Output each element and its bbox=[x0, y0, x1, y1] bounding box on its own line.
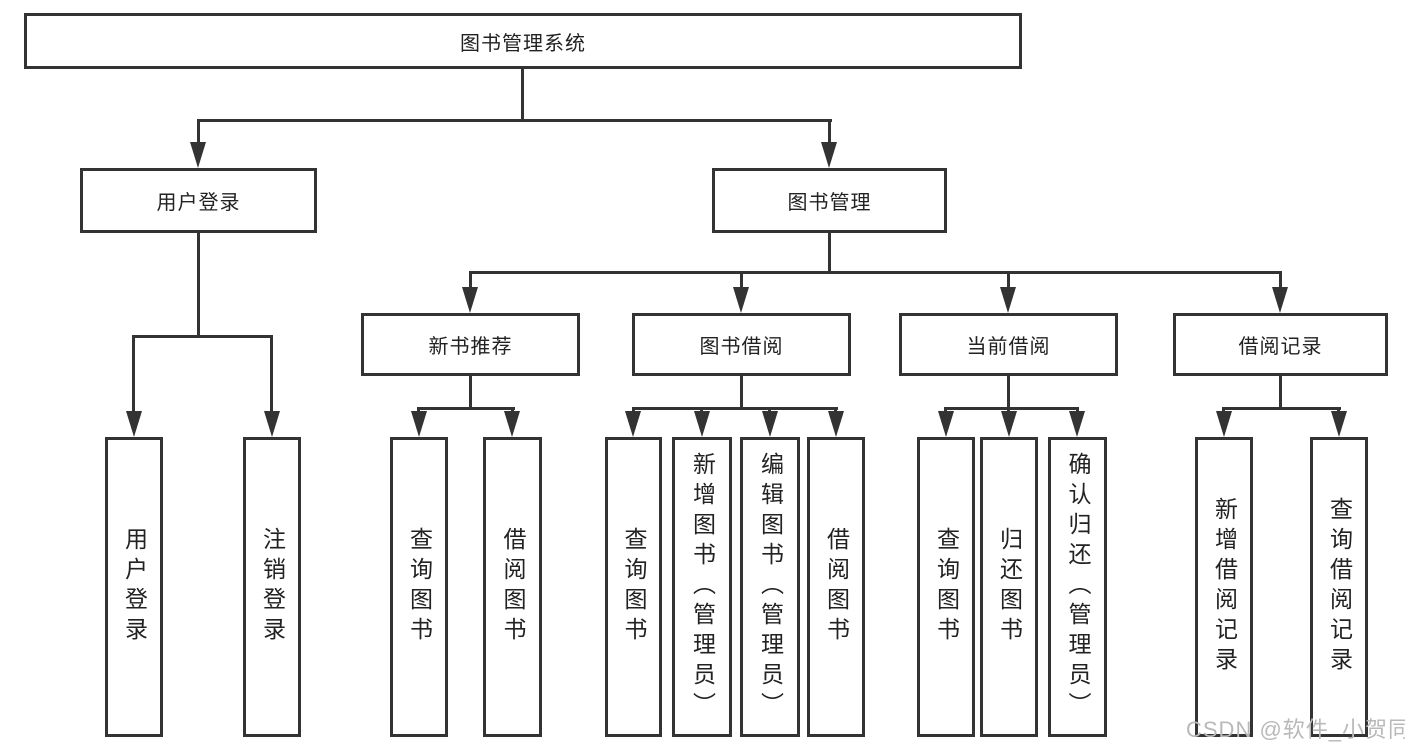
connector-group1-drop-left bbox=[132, 337, 135, 413]
node-leaf-edit-book-admin: 编辑图书（管理员） bbox=[740, 437, 800, 737]
node-leaf-logout: 注销登录 bbox=[243, 437, 301, 737]
node-leaf-query-books-borrow: 查询图书 bbox=[605, 437, 662, 737]
connector-group3-stem bbox=[740, 376, 743, 409]
node-leaf-borrow-books-recommend: 借阅图书 bbox=[483, 437, 542, 737]
node-book-borrow: 图书借阅 bbox=[632, 313, 851, 376]
connector-drop-book-borrow bbox=[740, 273, 743, 289]
watermark: CSDN @软件_小贺同学 bbox=[1186, 717, 1405, 742]
arrow-down-icon bbox=[462, 287, 478, 313]
node-leaf-query-borrow-record: 查询借阅记录 bbox=[1310, 437, 1368, 737]
node-new-book-recommend: 新书推荐 bbox=[361, 313, 580, 376]
arrow-down-icon bbox=[264, 411, 280, 437]
arrow-down-icon bbox=[411, 411, 427, 437]
arrow-down-icon bbox=[762, 411, 778, 437]
arrow-down-icon bbox=[126, 411, 142, 437]
node-current-borrow: 当前借阅 bbox=[899, 313, 1118, 376]
arrow-down-icon bbox=[694, 411, 710, 437]
connector-group4-horizontal bbox=[944, 407, 1079, 410]
connector-group5-horizontal bbox=[1222, 407, 1341, 410]
node-user-login: 用户登录 bbox=[80, 168, 317, 233]
connector-group1-stem bbox=[197, 233, 200, 338]
node-leaf-return-book: 归还图书 bbox=[980, 437, 1038, 737]
connector-group5-stem bbox=[1279, 376, 1282, 409]
node-leaf-query-books-current: 查询图书 bbox=[917, 437, 975, 737]
arrow-down-icon bbox=[938, 411, 954, 437]
connector-group2-stem bbox=[469, 376, 472, 409]
arrow-down-icon bbox=[1069, 411, 1085, 437]
connector-level2-horizontal bbox=[197, 119, 832, 122]
connector-drop-current-borrow bbox=[1007, 273, 1010, 289]
arrow-down-icon bbox=[821, 142, 837, 168]
arrow-down-icon bbox=[1000, 287, 1016, 313]
connector-root-stem bbox=[521, 68, 524, 122]
connector-level3-horizontal bbox=[469, 271, 1282, 274]
arrow-down-icon bbox=[733, 287, 749, 313]
arrow-down-icon bbox=[1001, 411, 1017, 437]
arrow-down-icon bbox=[828, 411, 844, 437]
node-leaf-borrow-books: 借阅图书 bbox=[807, 437, 865, 737]
connector-group1-horizontal bbox=[132, 335, 273, 338]
connector-drop-user-login bbox=[197, 121, 200, 145]
connector-group2-horizontal bbox=[417, 407, 515, 410]
node-leaf-user-login: 用户登录 bbox=[105, 437, 163, 737]
arrow-down-icon bbox=[625, 411, 641, 437]
node-book-management: 图书管理 bbox=[712, 168, 947, 233]
connector-drop-book-management bbox=[828, 121, 831, 145]
arrow-down-icon bbox=[1331, 411, 1347, 437]
connector-group3-horizontal bbox=[632, 407, 838, 410]
connector-group1-drop-right bbox=[270, 337, 273, 413]
node-leaf-add-book-admin: 新增图书（管理员） bbox=[672, 437, 732, 737]
connector-drop-new-book bbox=[469, 273, 472, 289]
node-borrow-records: 借阅记录 bbox=[1173, 313, 1388, 376]
connector-book-management-stem bbox=[828, 233, 831, 274]
connector-group4-stem bbox=[1007, 376, 1010, 409]
arrow-down-icon bbox=[1216, 411, 1232, 437]
node-leaf-add-borrow-record: 新增借阅记录 bbox=[1195, 437, 1253, 737]
arrow-down-icon bbox=[1272, 287, 1288, 313]
arrow-down-icon bbox=[190, 142, 206, 168]
node-leaf-confirm-return-admin: 确认归还（管理员） bbox=[1048, 437, 1107, 737]
node-leaf-query-books-recommend: 查询图书 bbox=[390, 437, 448, 737]
arrow-down-icon bbox=[504, 411, 520, 437]
connector-drop-borrow-records bbox=[1279, 273, 1282, 289]
node-root: 图书管理系统 bbox=[24, 13, 1022, 69]
